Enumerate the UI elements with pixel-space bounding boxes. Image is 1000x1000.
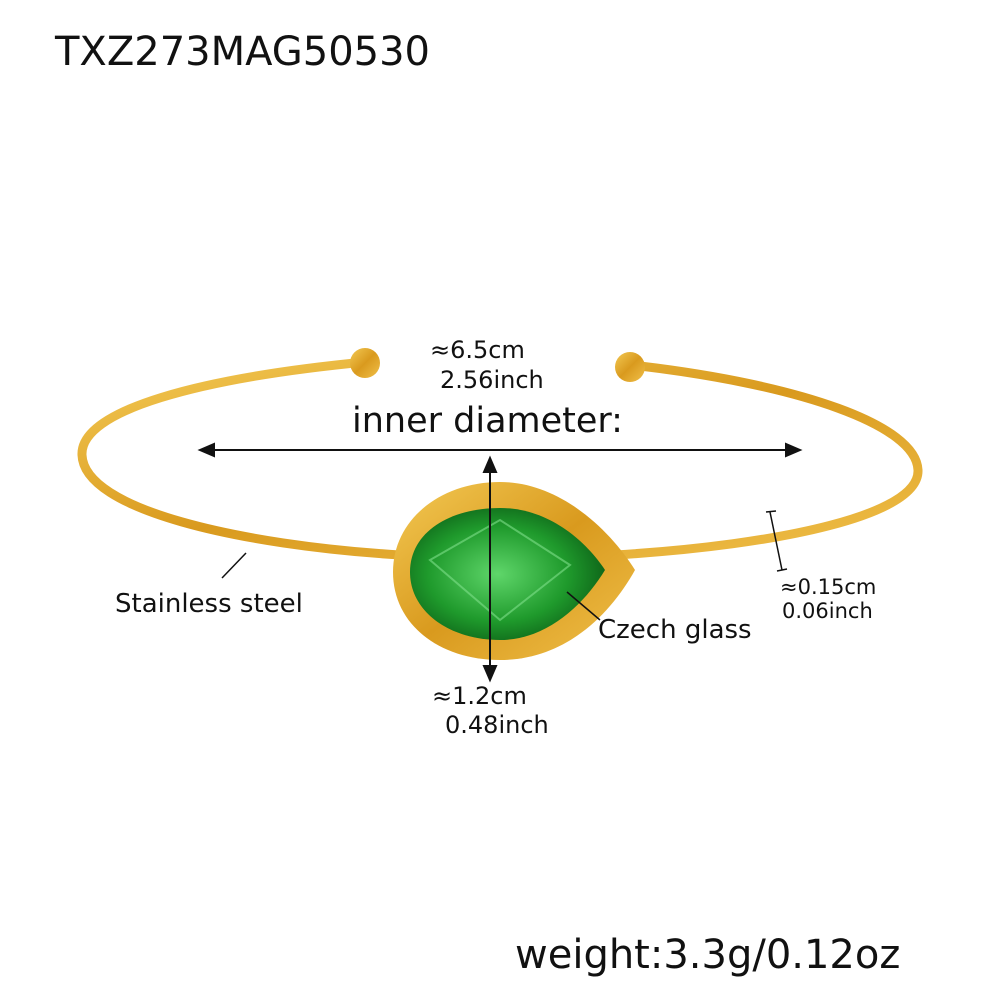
band-width-marker xyxy=(765,510,788,572)
stone-height-arrow xyxy=(482,455,498,683)
bracelet-end-right xyxy=(615,352,645,382)
band-width-cm: ≈0.15cm xyxy=(780,575,877,599)
band-width-inch: 0.06inch xyxy=(782,599,873,623)
czech-leader-line xyxy=(566,591,601,621)
diameter-label: inner diameter: xyxy=(352,401,623,441)
bracelet-end-left xyxy=(350,348,380,378)
diameter-inch: 2.56inch xyxy=(440,366,544,394)
stone-height-cm: ≈1.2cm xyxy=(432,682,527,710)
diameter-arrow xyxy=(197,442,803,458)
stone-height-inch: 0.48inch xyxy=(445,711,549,739)
bracelet-band xyxy=(77,357,923,560)
product-code: TXZ273MAG50530 xyxy=(55,29,430,75)
band-material-label: Stainless steel xyxy=(115,589,303,619)
green-stone xyxy=(410,508,605,640)
stainless-leader-line xyxy=(221,552,247,579)
weight-label: weight:3.3g/0.12oz xyxy=(515,932,901,978)
diameter-cm: ≈6.5cm xyxy=(430,336,525,364)
stone-material-label: Czech glass xyxy=(598,615,752,645)
